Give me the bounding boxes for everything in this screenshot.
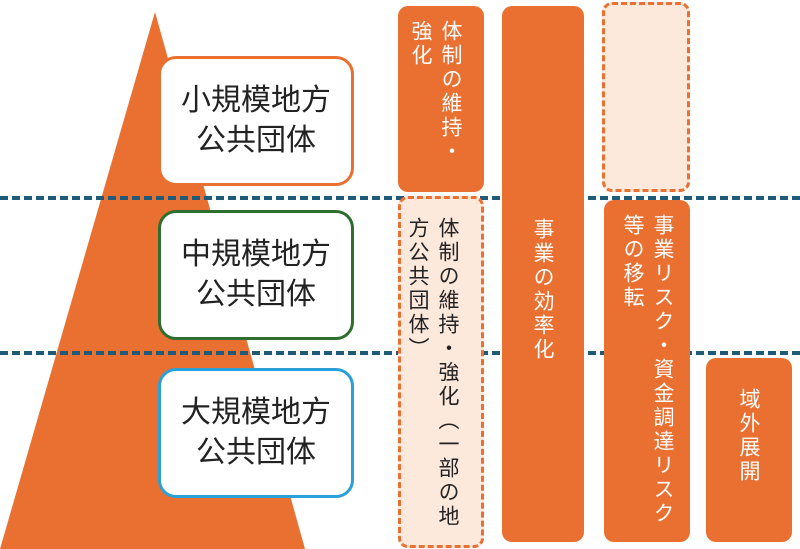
column-maintain-small-text: 体制の維持・強化 [409,20,463,164]
column-overseas-text: 域外展開 [737,388,761,484]
level-large-box: 大規模地方 公共団体 [158,368,354,498]
level-small-label: 小規模地方 公共団体 [181,83,331,158]
level-medium-label: 中規模地方 公共団体 [181,237,331,312]
column-maintain-medium: 体制の維持・強化（一部の地方公共団体） [398,196,484,548]
column-efficiency: 事業の効率化 [502,6,584,542]
column-maintain-small: 体制の維持・強化 [398,6,484,192]
column-risk-transfer-text: 事業リスク・資金調達リスク等の移転 [621,214,675,526]
column-risk-transfer: 事業リスク・資金調達リスク等の移転 [604,200,690,542]
column-overseas: 域外展開 [706,358,792,542]
column-efficiency-text: 事業の効率化 [531,218,555,362]
level-medium-box: 中規模地方 公共団体 [158,210,354,340]
level-large-label: 大規模地方 公共団体 [181,395,331,470]
column-maintain-medium-text: 体制の維持・強化（一部の地方公共団体） [406,217,460,529]
level-small-box: 小規模地方 公共団体 [158,56,354,186]
column-risk-transfer-placeholder [602,2,690,192]
